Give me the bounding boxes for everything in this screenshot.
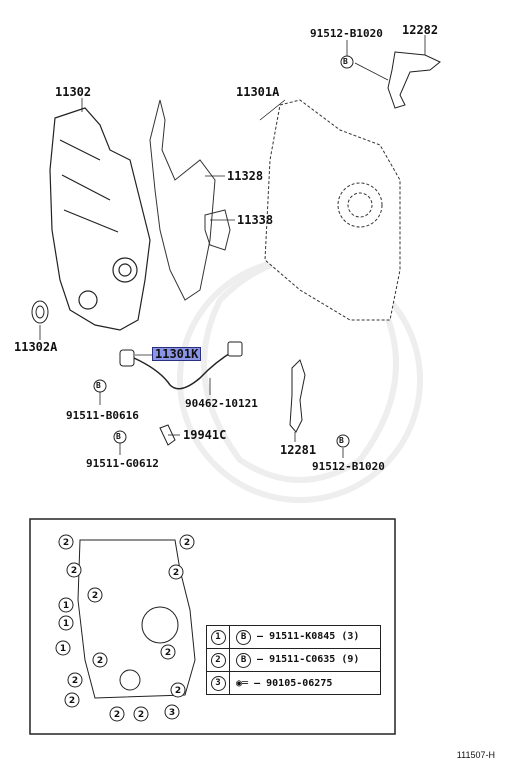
- callout-number: 2: [63, 538, 69, 548]
- oil-seal-11302A[interactable]: [31, 300, 49, 324]
- bolt-letter: B: [343, 57, 348, 66]
- bolt-letter: B: [96, 381, 101, 390]
- sensor-11301K[interactable]: [119, 341, 243, 390]
- label-91511-g0612[interactable]: 91511-G0612: [86, 457, 159, 470]
- label-11301A[interactable]: 11301A: [236, 85, 280, 99]
- label-91512-b1020-bottom[interactable]: 91512-B1020: [312, 460, 385, 473]
- callout-number: 2: [138, 710, 144, 720]
- label-11302A[interactable]: 11302A: [14, 340, 58, 354]
- leader-lines: [39, 35, 426, 458]
- reference-code: 111507-H: [456, 750, 495, 760]
- legend-row: 2 B — 91511-C0635 (9): [206, 648, 381, 672]
- label-11328[interactable]: 11328: [227, 169, 264, 183]
- callout-circle: [168, 564, 184, 580]
- legend-number: 2: [210, 652, 226, 668]
- callout-circle: [67, 672, 83, 688]
- bolt-icon: B: [236, 652, 252, 668]
- callout-circle: [66, 562, 82, 578]
- bolt-letter: B: [339, 436, 344, 445]
- legend-part-number: 90105-06275: [266, 677, 333, 689]
- callout-number: 1: [60, 644, 66, 654]
- bolt-icon: B: [236, 629, 252, 645]
- bracket-12281[interactable]: [289, 359, 306, 433]
- callout-circle: [133, 706, 149, 722]
- bolt-symbols: [93, 55, 354, 448]
- bracket-12282[interactable]: [387, 51, 441, 109]
- bolt-letter: B: [116, 432, 121, 441]
- callout-circle: [64, 692, 80, 708]
- clamp-19941C[interactable]: [159, 424, 176, 446]
- callout-circle: [92, 652, 108, 668]
- callout-number: 2: [97, 656, 103, 666]
- callout-number: 2: [92, 591, 98, 601]
- callout-circle: [170, 682, 186, 698]
- callout-number: 2: [72, 676, 78, 686]
- gasket-11338[interactable]: [204, 209, 231, 251]
- legend-part-number: 91511-K0845 (3): [269, 630, 360, 642]
- timing-cover-11302[interactable]: [49, 107, 151, 331]
- callout-number: 3: [169, 708, 175, 718]
- callout-circle: [58, 597, 74, 613]
- callout-number: 1: [63, 619, 69, 629]
- callout-circle: [58, 534, 74, 550]
- label-91511-b0616[interactable]: 91511-B0616: [66, 409, 139, 422]
- callout-circle: [55, 640, 71, 656]
- legend-row: 1 B — 91511-K0845 (3): [206, 625, 381, 649]
- label-90462-10121[interactable]: 90462-10121: [185, 397, 258, 410]
- inset-callouts: 2 2 2 2 2 1 1 1 2 2 2 2 2 2 2 3: [55, 534, 195, 722]
- label-11302[interactable]: 11302: [55, 85, 92, 99]
- label-19941C[interactable]: 19941C: [183, 428, 227, 442]
- callout-number: 2: [173, 568, 179, 578]
- label-11301K[interactable]: 11301K: [152, 347, 202, 361]
- bolt-legend-table: 1 B — 91511-K0845 (3) 2 B — 91511-C0635 …: [206, 625, 381, 695]
- label-12282[interactable]: 12282: [402, 23, 439, 37]
- legend-number: 3: [210, 675, 226, 691]
- callout-circle: [160, 644, 176, 660]
- cylinder-block-11301A[interactable]: [264, 99, 401, 321]
- callout-number: 2: [165, 648, 171, 658]
- legend-row: 3 ◉═ — 90105-06275: [206, 671, 381, 695]
- callout-number: 2: [71, 566, 77, 576]
- callout-circle: [164, 704, 180, 720]
- callout-number: 2: [184, 538, 190, 548]
- callout-circle: [109, 706, 125, 722]
- legend-part[interactable]: B — 91511-K0845 (3): [229, 625, 381, 649]
- stud-bolt-icon: ◉═: [236, 677, 249, 689]
- legend-number: 1: [210, 629, 226, 645]
- legend-part[interactable]: B — 91511-C0635 (9): [229, 648, 381, 672]
- label-11338[interactable]: 11338: [237, 213, 274, 227]
- callout-number: 2: [175, 686, 181, 696]
- legend-part-number: 91511-C0635 (9): [269, 653, 360, 665]
- label-91512-b1020-top[interactable]: 91512-B1020: [310, 27, 383, 40]
- callout-number: 2: [69, 696, 75, 706]
- inset-box: [29, 518, 396, 735]
- callout-circle: [87, 587, 103, 603]
- callout-number: 1: [63, 601, 69, 611]
- label-12281[interactable]: 12281: [280, 443, 317, 457]
- callout-circle: [179, 534, 195, 550]
- callout-number: 2: [114, 710, 120, 720]
- callout-circle: [58, 615, 74, 631]
- legend-part[interactable]: ◉═ — 90105-06275: [229, 671, 381, 695]
- gasket-11328[interactable]: [149, 99, 216, 301]
